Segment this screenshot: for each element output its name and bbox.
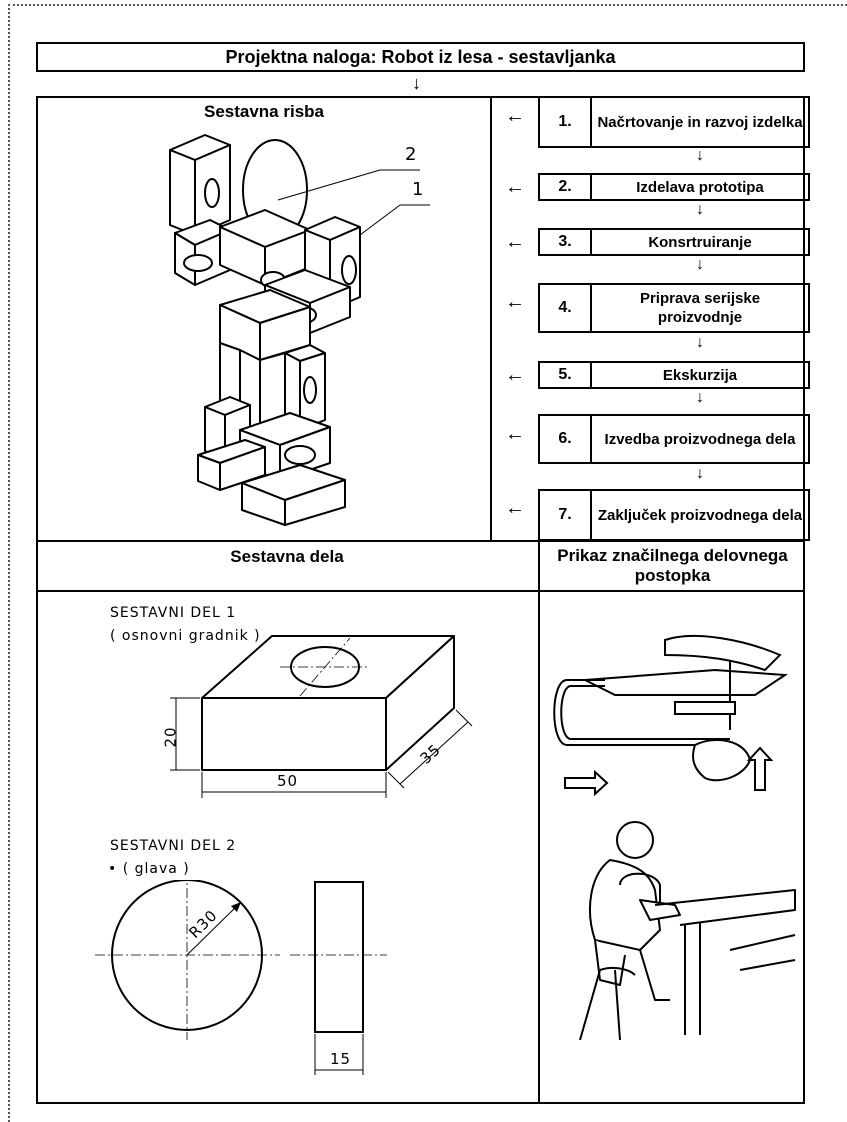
step-2-label: Izdelava prototipa xyxy=(590,173,810,201)
step-6-arrow: ← xyxy=(505,423,525,445)
step-3-down-arrow: ↓ xyxy=(696,256,704,273)
worker-at-bench-illustration xyxy=(579,821,796,1040)
divider-2 xyxy=(36,590,805,592)
step-7-number: 7. xyxy=(538,489,592,541)
page-border-top xyxy=(8,4,847,6)
procedure-heading: Prikaz značilnega delovnega postopka xyxy=(557,546,788,585)
step-1-label: Načrtovanje in razvoj izdelka xyxy=(590,96,810,148)
step-4-down-arrow: ↓ xyxy=(696,334,704,351)
step-6-down-arrow: ↓ xyxy=(696,465,704,482)
callout-1: 1 xyxy=(412,179,425,200)
part-2-title: SESTAVNI DEL 2 xyxy=(110,838,237,854)
part-1-drawing xyxy=(170,635,473,798)
divider-1 xyxy=(36,540,805,542)
part-1-height: 20 xyxy=(161,726,180,748)
assembly-drawing-heading: Sestavna risba xyxy=(203,102,324,121)
part-1-title: SESTAVNI DEL 1 xyxy=(110,605,237,621)
step-1-arrow: ← xyxy=(505,105,525,127)
step-3-number: 3. xyxy=(538,228,592,256)
title-down-arrow: ↓ xyxy=(412,73,421,93)
page-border-left xyxy=(8,4,10,1122)
step-7-label: Zaključek proizvodnega dela xyxy=(590,489,810,541)
step-5-number: 5. xyxy=(538,361,592,389)
project-title: Projektna naloga: Robot iz lesa - sestav… xyxy=(36,42,805,72)
step-3-label: Konsrtruiranje xyxy=(590,228,810,256)
project-title-text: Projektna naloga: Robot iz lesa - sestav… xyxy=(225,46,616,67)
step-2-down-arrow: ↓ xyxy=(696,201,704,218)
robot-assembly-drawing xyxy=(169,134,430,526)
fretsaw-hands-illustration xyxy=(553,634,788,797)
step-3-arrow: ← xyxy=(505,231,525,253)
part-1-subtitle: ( osnovni gradnik ) xyxy=(110,628,261,644)
step-2-arrow: ← xyxy=(505,176,525,198)
step-6-number: 6. xyxy=(538,414,592,464)
step-6-label: Izvedba proizvodnega dela xyxy=(590,414,810,464)
step-7-arrow: ← xyxy=(505,497,525,519)
step-2-number: 2. xyxy=(538,173,592,201)
step-4-number: 4. xyxy=(538,283,592,333)
part-1-width: 50 xyxy=(277,772,299,790)
step-4-arrow: ← xyxy=(505,291,525,313)
step-5-arrow: ← xyxy=(505,364,525,386)
step-1-down-arrow: ↓ xyxy=(696,147,704,164)
step-1-number: 1. xyxy=(538,96,592,148)
callout-2: 2 xyxy=(405,144,418,165)
step-5-label: Ekskurzija xyxy=(590,361,810,389)
divider-vertical xyxy=(538,540,540,1104)
part-2-drawing xyxy=(95,880,387,1075)
part-2-subtitle: • ( glava ) xyxy=(108,861,190,877)
step-4-label: Priprava serijske proizvodnje xyxy=(590,283,810,333)
step-5-down-arrow: ↓ xyxy=(696,389,704,406)
parts-heading: Sestavna dela xyxy=(230,547,344,566)
part-2-thickness: 15 xyxy=(330,1050,352,1068)
